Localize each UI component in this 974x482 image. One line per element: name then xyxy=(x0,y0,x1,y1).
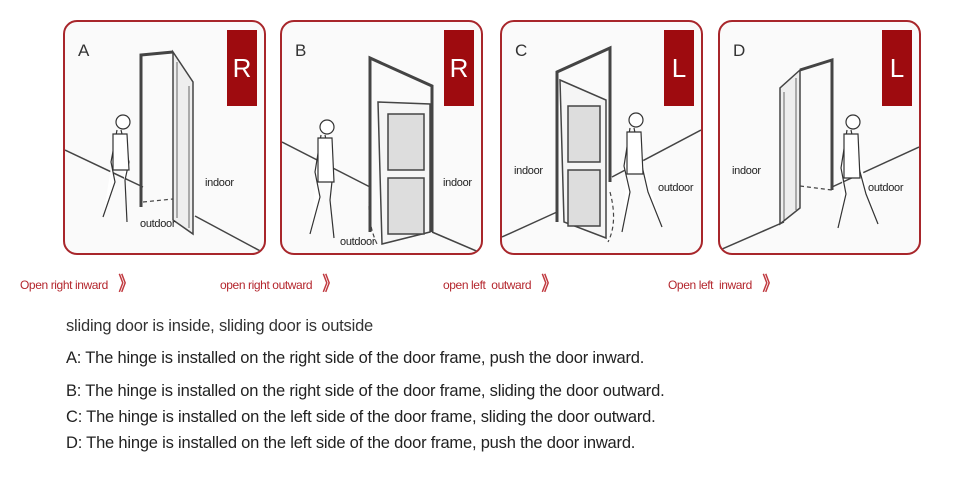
panel-c: C L indoor outdoor xyxy=(500,20,703,255)
double-chevron-right-icon: 》 xyxy=(118,274,139,295)
description-line-c: C: The hinge is installed on the left si… xyxy=(66,408,656,426)
door-scene-illustration xyxy=(502,45,701,243)
panel-letter: D xyxy=(733,41,746,60)
hinge-side-badge: L xyxy=(882,30,912,106)
hinge-side-badge: L xyxy=(664,30,694,106)
panel-d: D L indoor outdoor xyxy=(718,20,921,255)
panel-letter: C xyxy=(515,41,528,60)
caption-text: Open right inward xyxy=(20,277,108,292)
hinge-side-badge: R xyxy=(444,30,474,106)
double-chevron-right-icon: 》 xyxy=(762,274,783,295)
outdoor-label: outdoor xyxy=(658,182,694,194)
caption-text: open left outward xyxy=(443,277,532,292)
outdoor-label: outdoor xyxy=(340,236,376,248)
caption-a: Open right inward 》 xyxy=(20,275,141,294)
panel-a: A R indoor outdoor xyxy=(63,20,266,255)
caption-d: Open left inward 》 xyxy=(668,275,785,294)
hinge-side-badge: R xyxy=(227,30,257,106)
outdoor-label: outdoor xyxy=(868,182,904,194)
door-scene-illustration xyxy=(65,49,264,253)
indoor-label: indoor xyxy=(205,177,234,189)
double-chevron-right-icon: 》 xyxy=(541,274,562,295)
panel-letter: A xyxy=(78,41,90,60)
indoor-label: indoor xyxy=(514,165,543,177)
description-line-b: B: The hinge is installed on the right s… xyxy=(66,382,665,400)
double-chevron-right-icon: 》 xyxy=(322,274,343,295)
description-intro: sliding door is inside, sliding door is … xyxy=(66,317,374,335)
indoor-label: indoor xyxy=(443,177,472,189)
description-line-d: D: The hinge is installed on the left si… xyxy=(66,434,636,452)
caption-text: Open left inward xyxy=(668,277,752,292)
caption-b: open right outward 》 xyxy=(220,275,345,294)
door-scene-illustration xyxy=(720,57,919,251)
panel-b: B R indoor outdoor xyxy=(280,20,483,255)
caption-text: open right outward xyxy=(220,277,313,292)
door-scene-illustration xyxy=(282,55,481,253)
caption-c: open left outward 》 xyxy=(443,275,564,294)
panel-letter: B xyxy=(295,41,307,60)
indoor-label: indoor xyxy=(732,165,761,177)
description-line-a: A: The hinge is installed on the right s… xyxy=(66,349,645,367)
outdoor-label: outdoor xyxy=(140,218,176,230)
